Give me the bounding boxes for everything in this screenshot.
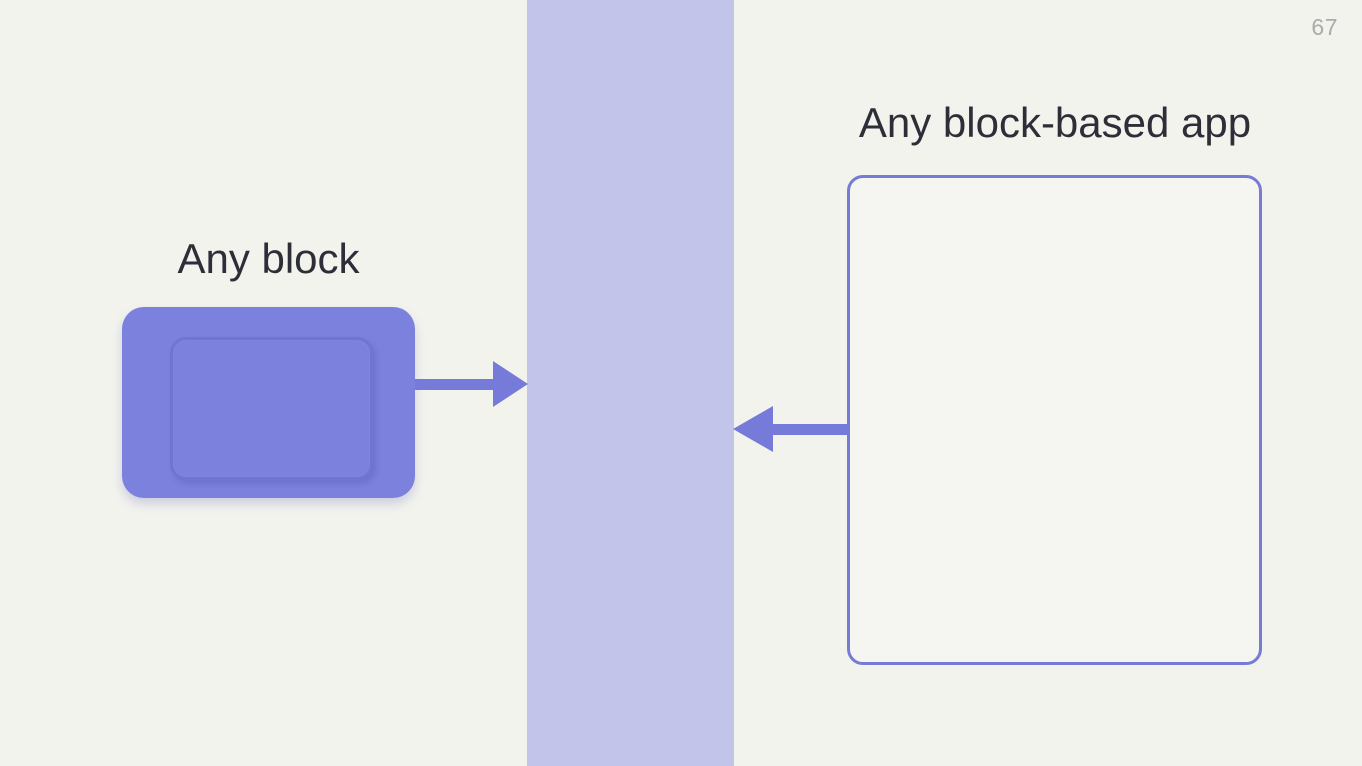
any-block-based-app-label: Any block-based app — [858, 99, 1252, 146]
arrow-right-icon — [415, 361, 528, 407]
central-protocol-band — [527, 0, 734, 766]
arrow-left-icon — [733, 406, 848, 452]
any-block-label: Any block — [177, 235, 360, 282]
block-based-app-shape — [847, 175, 1262, 665]
page-number: 67 — [1311, 14, 1338, 40]
any-block-shape — [122, 307, 415, 498]
any-block-inner-shape — [170, 337, 373, 480]
